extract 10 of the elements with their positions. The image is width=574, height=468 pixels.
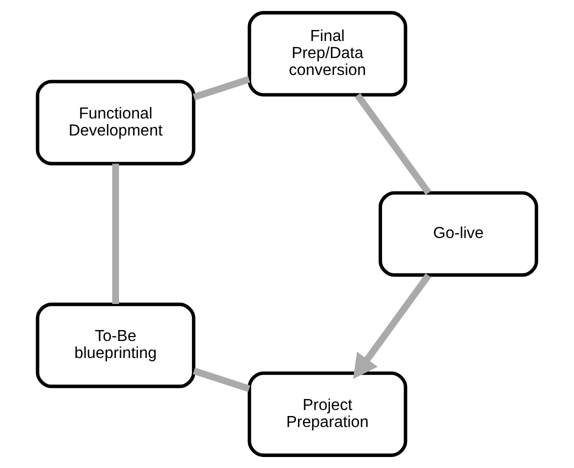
connector <box>192 76 250 100</box>
node-box: Final Prep/Data conversion <box>248 11 408 96</box>
connector <box>192 368 250 392</box>
connector <box>112 164 120 304</box>
connector <box>354 93 432 195</box>
node-box: Project Preparation <box>248 372 408 457</box>
arrow <box>353 273 432 380</box>
node-box: Go-live <box>378 191 538 277</box>
node-box: To-Be blueprinting <box>36 302 196 388</box>
node-box: Functional Development <box>36 80 196 166</box>
